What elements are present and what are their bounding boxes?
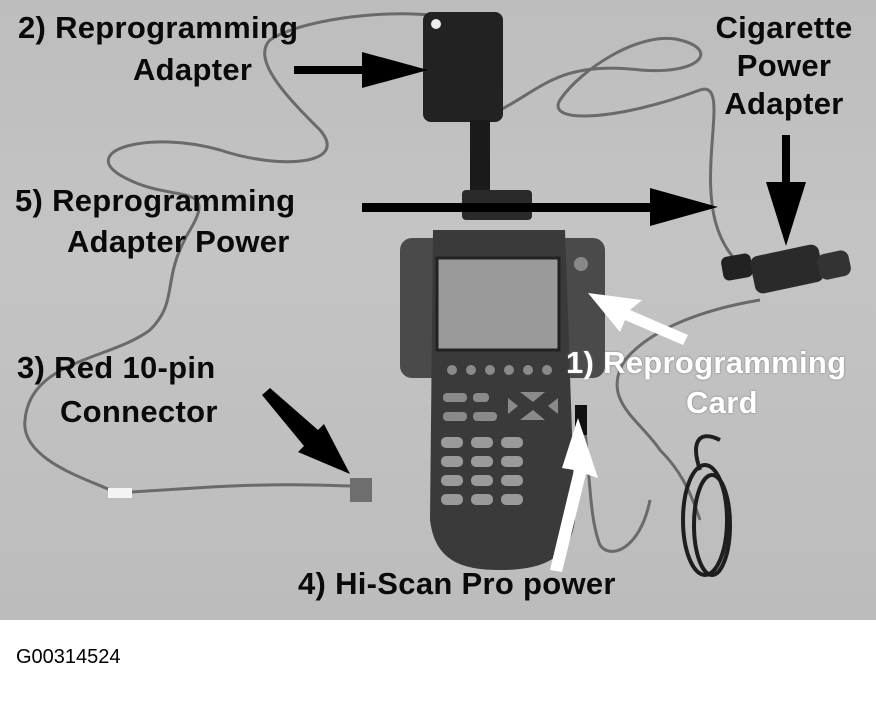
label-red-connector-line2: Connector [60,394,218,429]
arrow-adapter-power [362,188,718,226]
label-red-connector-line1: 3) Red 10-pin [17,350,216,385]
red-connector-device [350,478,372,502]
label-reprogramming-card-line2: Card [686,385,758,420]
figure-id-caption: G00314524 [16,646,121,668]
label-adapter-power-line1: 5) Reprogramming [15,183,296,218]
scene-illustration [23,12,851,577]
reprogramming-adapter-device [423,12,532,220]
label-reprogramming-adapter-line2: Adapter [133,52,253,87]
label-cigarette-line2: Power [736,48,832,83]
hi-scan-pro-device [400,230,605,570]
label-cigarette-line1: Cigarette [715,10,853,45]
label-reprogramming-card-line1: 1) Reprogramming [566,345,847,380]
arrow-cigarette-adapter [766,135,806,246]
cables [23,12,761,553]
coiled-cable [681,434,732,577]
cigarette-adapter-device [721,244,851,294]
label-reprogramming-adapter-line1: 2) Reprogramming [18,10,299,45]
label-hi-scan-pro-power: 4) Hi-Scan Pro power [298,566,616,601]
connector-sleeve [108,488,132,498]
figure-photo: 2) Reprogramming Adapter Cigarette Power… [0,0,876,620]
arrow-reprogramming-adapter [294,52,428,88]
label-cigarette-line3: Adapter [724,86,844,121]
arrow-hi-scan-power [550,418,598,572]
label-adapter-power-line2: Adapter Power [67,224,290,259]
arrow-red-connector [262,388,350,474]
arrow-reprogramming-card [588,293,688,345]
